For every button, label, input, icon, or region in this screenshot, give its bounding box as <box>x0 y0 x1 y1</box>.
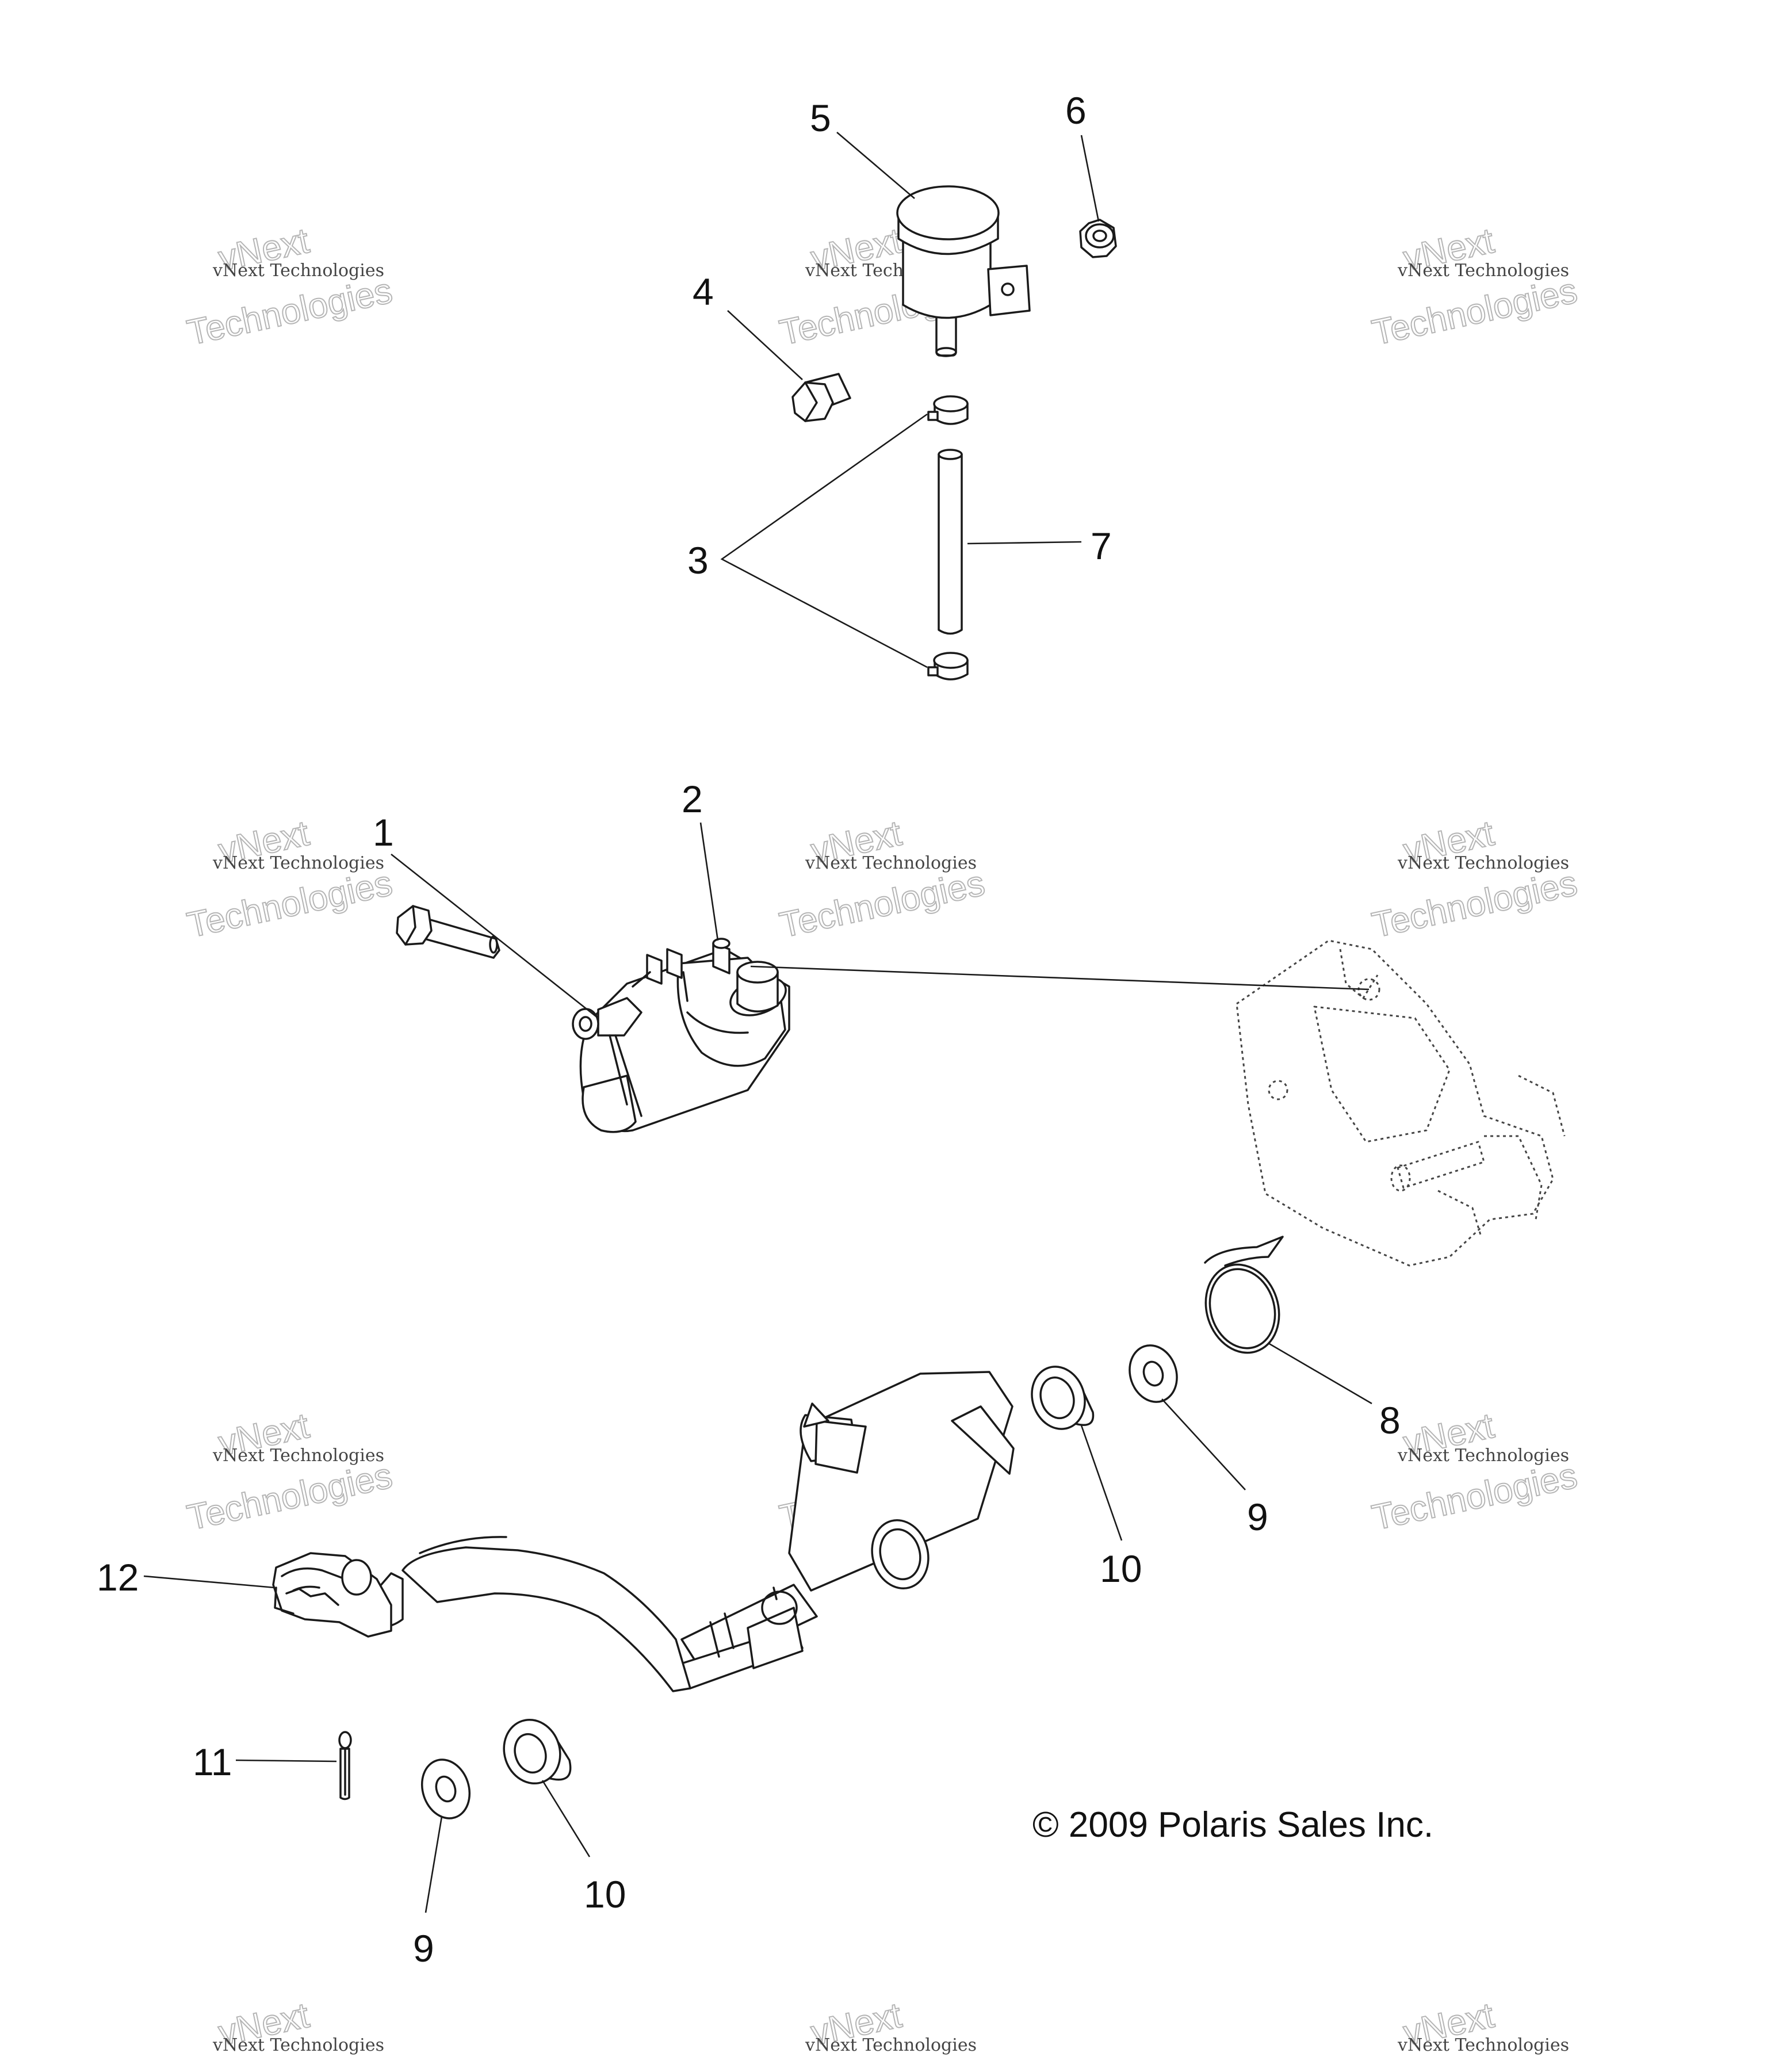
svg-text:vNext Technologies: vNext Technologies <box>1397 261 1569 281</box>
svg-text:Technologies: Technologies <box>1369 863 1581 946</box>
watermark-r4c3: vNext vNext Technologies <box>1397 1995 1569 2055</box>
watermark-r2c1: vNext vNext Technologies Technologies <box>183 813 396 946</box>
part-10-bushing-right <box>1031 1366 1095 1430</box>
callout-10-left: 10 <box>584 1873 626 1916</box>
svg-text:vNext Technologies: vNext Technologies <box>1397 2035 1569 2055</box>
part-11-cotter-pin <box>338 1731 352 1800</box>
svg-text:vNext Technologies: vNext Technologies <box>212 1446 384 1466</box>
callout-3: 3 <box>687 539 709 582</box>
part-9-washer-right <box>1129 1344 1178 1403</box>
part-4-bolt <box>791 373 851 422</box>
watermark-r3c1: vNext vNext Technologies Technologies <box>183 1405 396 1539</box>
watermark-r1c3: vNext vNext Technologies Technologies <box>1368 220 1581 354</box>
callout-12: 12 <box>97 1556 139 1599</box>
svg-text:vNext Technologies: vNext Technologies <box>805 2035 977 2055</box>
svg-text:vNext Technologies: vNext Technologies <box>212 261 384 281</box>
callout-7: 7 <box>1091 525 1112 567</box>
callout-5: 5 <box>810 97 831 139</box>
watermark-r4c1: vNext vNext Technologies <box>212 1995 384 2055</box>
callout-9-right: 9 <box>1247 1496 1268 1538</box>
svg-text:vNext Technologies: vNext Technologies <box>1397 1446 1569 1466</box>
part-9-washer-left <box>420 1758 471 1819</box>
part-2-master-cylinder <box>572 938 790 1133</box>
part-6-nut <box>1079 219 1117 258</box>
callout-1: 1 <box>373 811 394 854</box>
callout-10-right: 10 <box>1100 1547 1142 1590</box>
callout-8: 8 <box>1379 1399 1401 1442</box>
copyright-text: © 2009 Polaris Sales Inc. <box>1032 1805 1433 1845</box>
svg-text:Technologies: Technologies <box>184 863 396 946</box>
part-7-hose <box>938 449 963 635</box>
part-12-brake-pedal <box>272 1371 1015 1692</box>
part-8-spring-clip <box>1204 1236 1284 1354</box>
callouts: 5 6 4 3 7 1 2 8 9 10 12 11 10 9 <box>97 89 1401 1970</box>
svg-text:Technologies: Technologies <box>1369 1456 1581 1538</box>
svg-text:vNext Technologies: vNext Technologies <box>212 2035 384 2055</box>
callout-9-left: 9 <box>413 1927 434 1970</box>
part-3-clamp-bottom <box>927 652 969 681</box>
watermarks: vNext vNext Technologies Technologies vN… <box>183 220 1581 2055</box>
watermark-r2c2: vNext vNext Technologies Technologies <box>776 813 989 946</box>
callout-6: 6 <box>1065 89 1087 132</box>
frame-bracket-dashed <box>1236 939 1566 1267</box>
svg-text:Technologies: Technologies <box>1369 271 1581 353</box>
watermark-r1c1: vNext vNext Technologies Technologies <box>183 220 396 354</box>
svg-text:vNext Technologies: vNext Technologies <box>1397 853 1569 873</box>
part-1-bolt <box>396 905 500 959</box>
callout-11: 11 <box>193 1741 232 1783</box>
svg-text:vNext Technologies: vNext Technologies <box>805 853 977 873</box>
watermark-r2c3: vNext vNext Technologies Technologies <box>1368 813 1581 946</box>
leader-lines <box>143 132 1372 1913</box>
svg-text:Technologies: Technologies <box>184 271 396 353</box>
svg-text:Technologies: Technologies <box>184 1456 396 1538</box>
svg-text:Technologies: Technologies <box>777 863 988 946</box>
part-3-clamp-top <box>927 395 969 425</box>
callout-2: 2 <box>682 778 703 820</box>
part-5-reservoir <box>896 185 1031 357</box>
callout-4: 4 <box>693 270 714 313</box>
svg-text:vNext Technologies: vNext Technologies <box>212 853 384 873</box>
watermark-r3c3: vNext vNext Technologies Technologies <box>1368 1405 1581 1539</box>
part-10-bushing-left <box>503 1718 572 1785</box>
watermark-r4c2: vNext vNext Technologies <box>805 1995 977 2055</box>
